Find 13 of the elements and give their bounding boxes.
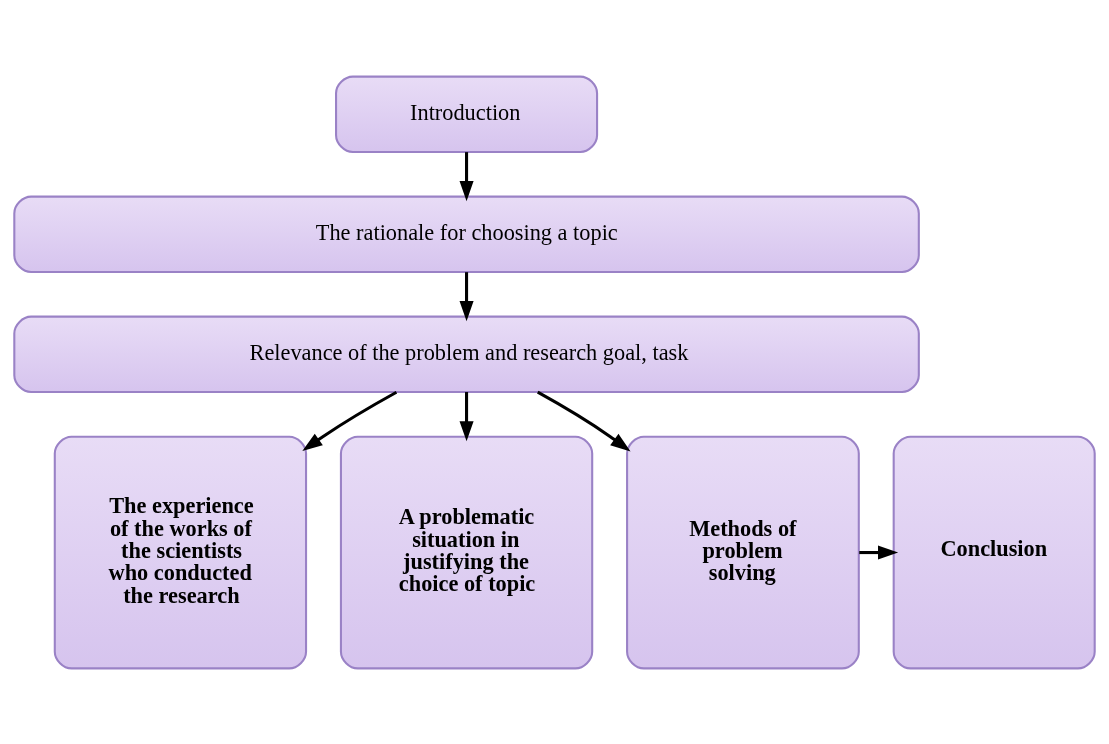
node-box: Methods of problem solving [626,435,860,669]
node-box: Introduction [335,75,599,153]
arrow [459,391,474,441]
arrow [302,390,398,451]
node-box: Relevance of the problem and research goal, task [13,315,920,393]
node-box: A problematic situation in justifying the choice of topic [339,435,594,669]
arrow [859,545,899,560]
arrow [537,390,631,451]
arrow [459,271,474,321]
node-box: Conclusion [892,435,1096,669]
node-box: The experience of the works of the scientists who conducted the research [53,435,308,669]
arrow [459,151,474,201]
node-box: The rationale for choosing a topic [13,195,920,273]
